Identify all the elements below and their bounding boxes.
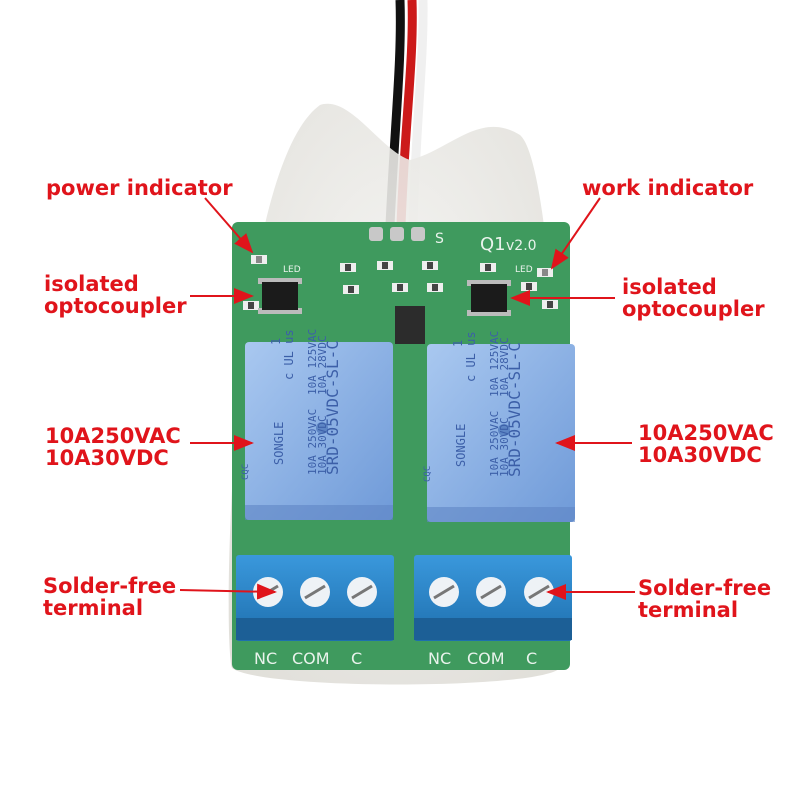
relay-right-rating-4: 10A 28VDC bbox=[498, 337, 511, 397]
relay-right-brand: SONGLE bbox=[454, 424, 468, 467]
relay-left-rating-3: 10A 125VAC bbox=[306, 329, 319, 395]
relay-right-number: 1 bbox=[451, 340, 465, 347]
optocoupler-left-label: isolated optocoupler bbox=[44, 272, 187, 318]
relay-right: SRD-05VDC-SL-C 10A 250VAC 10A 30VDC 10A … bbox=[423, 331, 575, 522]
power-led bbox=[251, 255, 267, 264]
relay-left: SRD-05VDC-SL-C 10A 250VAC 10A 30VDC 10A … bbox=[241, 329, 393, 520]
relay-right-cqc: CQC bbox=[423, 466, 433, 482]
term-left-nc: NC bbox=[254, 649, 277, 668]
relay-right-rating-1: 10A 250VAC bbox=[488, 411, 501, 477]
relay-right-cert: c UL us bbox=[464, 331, 478, 382]
term-left-c: C bbox=[351, 649, 362, 668]
work-indicator-label: work indicator bbox=[582, 176, 754, 200]
work-led bbox=[537, 268, 553, 277]
terminal-left-label: Solder-free terminal bbox=[43, 574, 177, 620]
relay-left-rating-4: 10A 28VDC bbox=[316, 335, 329, 395]
terminal-block-right bbox=[414, 555, 572, 641]
power-indicator-label: power indicator bbox=[46, 176, 233, 200]
rating-left-label: 10A250VAC 10A30VDC bbox=[45, 424, 181, 470]
signal-header bbox=[369, 227, 425, 241]
term-right-nc: NC bbox=[428, 649, 451, 668]
silk-led-left: LED bbox=[283, 265, 301, 275]
relay-right-rating-3: 10A 125VAC bbox=[488, 331, 501, 397]
optocoupler-right bbox=[467, 280, 511, 316]
relay-left-rating-2: 10A 30VDC bbox=[316, 415, 329, 475]
annotation-arrows bbox=[179, 197, 635, 600]
relay-left-model: SRD-05VDC-SL-C bbox=[323, 340, 342, 475]
relay-left-cert: c UL us bbox=[282, 329, 296, 380]
term-right-c: C bbox=[526, 649, 537, 668]
rating-right-label: 10A250VAC 10A30VDC bbox=[638, 421, 774, 467]
relay-right-rating-2: 10A 30VDC bbox=[498, 417, 511, 477]
term-right-com: COM bbox=[467, 649, 505, 668]
board-version: v2.0 bbox=[506, 238, 537, 254]
relay-left-number: 1 bbox=[269, 338, 283, 345]
terminal-right-label: Solder-free terminal bbox=[638, 576, 772, 622]
terminal-block-left bbox=[236, 555, 394, 641]
relay-left-brand: SONGLE bbox=[272, 422, 286, 465]
optocoupler-right-label: isolated optocoupler bbox=[622, 275, 765, 321]
term-left-com: COM bbox=[292, 649, 330, 668]
silk-s: S bbox=[435, 231, 444, 247]
smd-components bbox=[243, 261, 558, 344]
relay-right-model: SRD-05VDC-SL-C bbox=[505, 342, 524, 477]
relay-left-rating-1: 10A 250VAC bbox=[306, 409, 319, 475]
relay-left-cqc: CQC bbox=[241, 464, 251, 480]
board-model: Q1 bbox=[480, 234, 506, 255]
silk-led-right: LED bbox=[515, 265, 533, 275]
optocoupler-left bbox=[258, 278, 302, 314]
